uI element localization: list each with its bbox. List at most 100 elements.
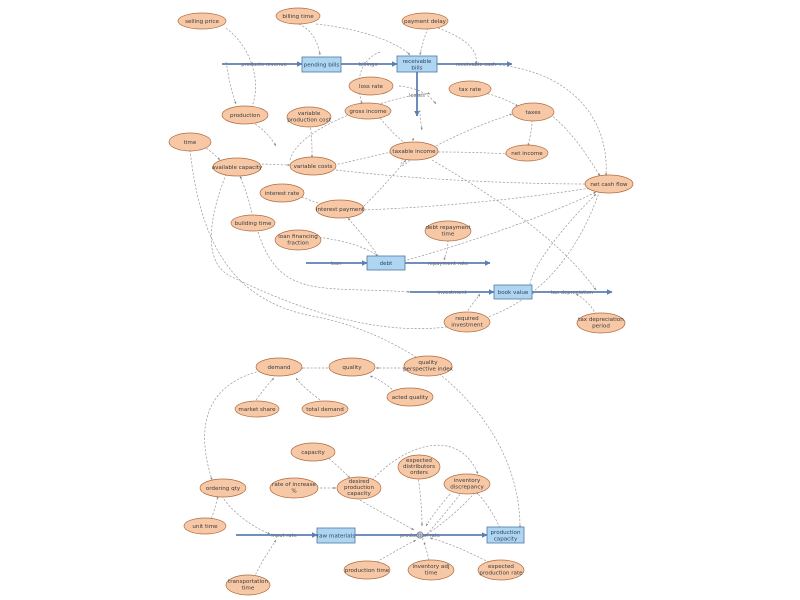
aux-quality[interactable]: quality xyxy=(328,357,376,377)
flow-label-loan: loan xyxy=(330,261,341,267)
aux-selling-price[interactable]: selling price xyxy=(177,12,227,30)
svg-text:transportation: transportation xyxy=(228,579,268,585)
aux-debt-repayment-time[interactable]: debt repayment time xyxy=(424,220,472,242)
flow-label-products-revenue: products revenue xyxy=(241,62,287,68)
svg-text:production: production xyxy=(490,530,520,536)
aux-time[interactable]: time xyxy=(168,132,212,152)
svg-text:loan financing: loan financing xyxy=(278,234,318,240)
svg-text:period: period xyxy=(592,324,610,330)
aux-expected-production-rate[interactable]: expected production rate xyxy=(477,559,525,581)
svg-text:time: time xyxy=(442,232,455,238)
svg-text:expected: expected xyxy=(406,458,432,464)
aux-demand[interactable]: demand xyxy=(255,357,303,377)
svg-text:time: time xyxy=(184,140,197,146)
svg-text:rate of increase: rate of increase xyxy=(272,482,316,488)
stock-production-capacity[interactable]: production capacity xyxy=(486,526,525,544)
svg-text:capacity: capacity xyxy=(494,537,518,543)
svg-text:variable costs: variable costs xyxy=(294,164,333,170)
svg-text:time: time xyxy=(242,586,255,592)
flow-label-production-rate: production rate xyxy=(400,533,440,539)
aux-capacity[interactable]: capacity xyxy=(290,442,336,462)
stock-raw-materials[interactable]: raw materials xyxy=(316,527,356,544)
aux-interest-payment[interactable]: interest payment xyxy=(315,199,365,219)
svg-text:required: required xyxy=(455,316,479,322)
svg-text:unit time: unit time xyxy=(192,524,218,530)
aux-taxable-income[interactable]: taxable income xyxy=(389,141,439,161)
stock-receivable-bills[interactable]: receivable bills xyxy=(396,55,438,73)
flow-label-investment: investment xyxy=(437,290,466,296)
aux-unit-time[interactable]: unit time xyxy=(183,517,227,535)
svg-text:demand: demand xyxy=(268,365,291,371)
aux-production[interactable]: production xyxy=(221,105,269,125)
stock-book-value[interactable]: book value xyxy=(493,284,533,300)
svg-text:variable: variable xyxy=(298,111,321,117)
aux-rate-of-increase[interactable]: rate of increase % xyxy=(269,477,319,499)
svg-text:acted quality: acted quality xyxy=(392,395,429,401)
svg-text:quality: quality xyxy=(342,365,362,371)
aux-billing-time[interactable]: billing time xyxy=(275,7,321,25)
aux-building-time[interactable]: building time xyxy=(230,214,276,232)
svg-text:desired: desired xyxy=(349,479,370,485)
svg-text:net cash flow: net cash flow xyxy=(590,182,628,188)
aux-acted-quality[interactable]: acted quality xyxy=(386,387,434,407)
stock-debt[interactable]: debt xyxy=(366,255,406,271)
svg-text:receivable: receivable xyxy=(403,59,433,65)
aux-desired-production-capacity[interactable]: desired production capacity xyxy=(336,476,382,500)
aux-interest-rate[interactable]: interest rate xyxy=(259,183,305,203)
svg-text:net income: net income xyxy=(511,151,543,157)
flow-label-billings: billings xyxy=(359,62,378,68)
svg-text:discrepancy: discrepancy xyxy=(450,485,484,491)
svg-text:taxes: taxes xyxy=(525,110,540,116)
aux-available-capacity[interactable]: available capacity xyxy=(212,157,263,177)
svg-text:perspective index: perspective index xyxy=(403,367,454,373)
svg-text:%: % xyxy=(291,489,296,495)
aux-quality-perspective-index[interactable]: quality perspective index xyxy=(403,355,454,377)
aux-required-investment[interactable]: required investment xyxy=(443,311,491,333)
flow-label-tax-depreciation: tax depreciation xyxy=(551,290,593,296)
svg-text:tax rate: tax rate xyxy=(459,87,482,93)
svg-text:building time: building time xyxy=(235,221,272,227)
aux-loss-rate[interactable]: loss rate xyxy=(348,76,394,96)
aux-tax-rate[interactable]: tax rate xyxy=(448,80,492,98)
aux-total-demand[interactable]: total demand xyxy=(301,400,349,418)
svg-text:selling price: selling price xyxy=(185,19,219,25)
aux-inventory-discrepancy[interactable]: inventory discrepancy xyxy=(443,473,491,495)
aux-ordering-qty[interactable]: ordering qty xyxy=(199,478,247,498)
svg-text:production rate: production rate xyxy=(479,571,523,577)
aux-transportation-time[interactable]: transportation time xyxy=(225,574,271,596)
aux-net-income[interactable]: net income xyxy=(505,144,549,162)
svg-text:debt repayment: debt repayment xyxy=(425,225,471,231)
causal-links xyxy=(189,23,608,579)
svg-text:production time: production time xyxy=(345,568,390,574)
aux-taxes[interactable]: taxes xyxy=(511,102,555,122)
svg-text:inventory adj: inventory adj xyxy=(413,564,450,570)
svg-text:raw materials: raw materials xyxy=(317,534,355,540)
aux-payment-delay[interactable]: payment delay xyxy=(401,12,449,30)
svg-text:bills: bills xyxy=(411,66,422,72)
flow-label-repayment-rate: repayment rate xyxy=(428,261,469,267)
svg-text:production: production xyxy=(344,485,374,491)
aux-market-share[interactable]: market share xyxy=(234,400,280,418)
svg-text:quality: quality xyxy=(418,360,438,366)
aux-production-time[interactable]: production time xyxy=(343,560,391,580)
aux-loan-financing-fraction[interactable]: loan financing fraction xyxy=(274,229,322,251)
aux-gross-income[interactable]: gross income xyxy=(344,102,392,120)
svg-text:gross income: gross income xyxy=(349,109,387,115)
aux-net-cash-flow[interactable]: net cash flow xyxy=(584,174,634,194)
aux-variable-production-cost[interactable]: variable production cost xyxy=(286,106,332,128)
svg-text:time: time xyxy=(425,571,438,577)
svg-text:available capacity: available capacity xyxy=(212,165,263,171)
svg-text:billing time: billing time xyxy=(282,14,314,20)
svg-text:tax depreciation: tax depreciation xyxy=(578,317,624,323)
svg-text:taxable income: taxable income xyxy=(392,149,436,155)
aux-inventory-adj-time[interactable]: inventory adj time xyxy=(407,559,455,581)
stock-pending-bills[interactable]: pending bills xyxy=(301,56,342,73)
svg-text:payment delay: payment delay xyxy=(404,19,447,25)
flow-pipes xyxy=(222,61,613,539)
aux-expected-distributors-orders[interactable]: expected distributors orders xyxy=(397,454,441,480)
svg-text:expected: expected xyxy=(488,564,514,570)
flow-label-input-rate: input rate xyxy=(271,533,297,539)
aux-tax-depreciation-period[interactable]: tax depreciation period xyxy=(576,312,626,334)
svg-text:production: production xyxy=(230,113,260,119)
aux-variable-costs[interactable]: variable costs xyxy=(289,156,337,176)
